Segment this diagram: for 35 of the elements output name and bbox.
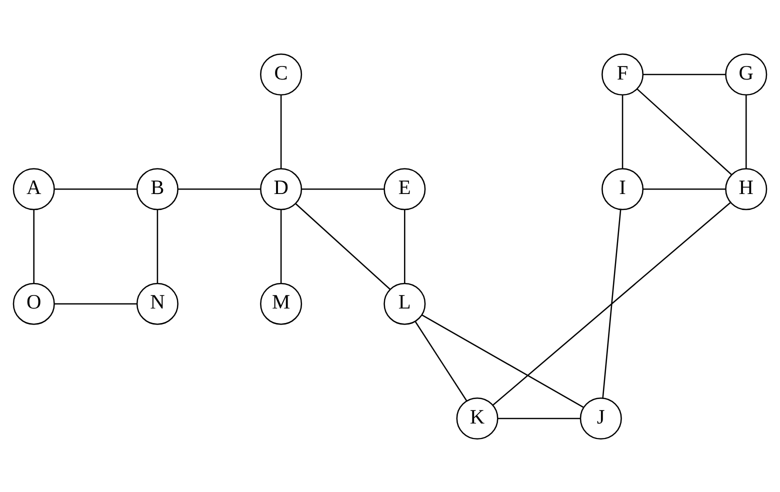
connector	[602, 208, 622, 398]
connector	[178, 188, 261, 190]
connector	[54, 188, 137, 190]
connector	[643, 73, 726, 75]
node-circle: M	[260, 282, 302, 324]
connector	[422, 314, 584, 408]
node-circle: E	[384, 168, 426, 210]
connector	[636, 88, 732, 175]
node-circle: G	[725, 52, 768, 95]
connector	[33, 209, 34, 283]
node-circle: L	[384, 282, 426, 324]
connector	[404, 209, 406, 283]
connector	[643, 188, 726, 190]
node-circle: K	[456, 397, 498, 440]
connector	[54, 302, 137, 304]
node-circle: B	[136, 168, 178, 210]
node-circle: A	[12, 168, 55, 210]
node-circle: C	[260, 52, 302, 95]
node-circle: N	[136, 282, 178, 324]
node-circle: O	[12, 282, 55, 324]
node-circle: F	[602, 52, 644, 95]
node-circle: J	[580, 397, 622, 440]
connector	[280, 209, 282, 283]
connector	[295, 202, 390, 290]
connector	[156, 209, 158, 283]
connector	[498, 417, 580, 419]
connector	[746, 94, 747, 168]
connector	[280, 94, 282, 168]
node-circle: D	[260, 168, 302, 210]
node-circle: I	[602, 168, 644, 210]
connector	[492, 202, 731, 406]
connector	[414, 320, 468, 401]
connector	[302, 188, 384, 190]
connector	[622, 94, 624, 168]
node-circle: H	[725, 168, 768, 210]
